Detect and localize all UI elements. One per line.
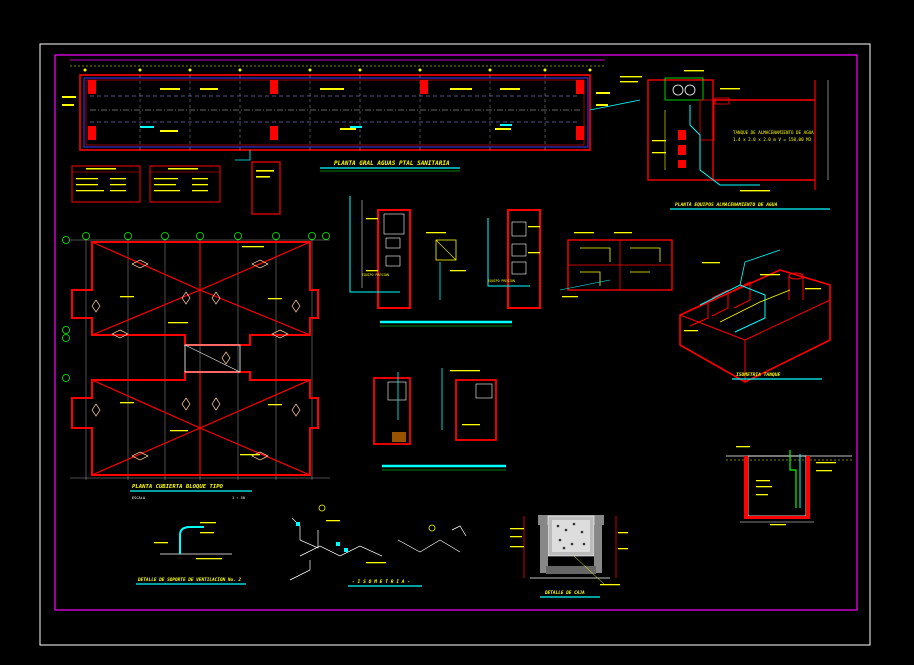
pump-plan-title: PLANTA EQUIPOS ALMACENAMIENTO DE AGUA: [675, 202, 778, 208]
riser-schematic: [559, 232, 673, 298]
inner-frame: [54, 54, 858, 611]
roof-plan-title: PLANTA CUBIERTA BLOQUE TIPO: [132, 484, 224, 490]
vent-support-detail: DETALLE DE SOPORTE DE VENTILACION No. 2: [136, 522, 246, 585]
sump-box-detail: DETALLE DE CAJA: [510, 515, 628, 598]
vent-detail-title: DETALLE DE SOPORTE DE VENTILACION No. 2: [137, 577, 241, 583]
isometric-tank-title: ISOMETRIA TANQUE: [736, 372, 780, 378]
equipo-label-2: EQUIPO PRESION: [488, 279, 515, 283]
lower-bath-details: [373, 368, 497, 445]
isometry-title: - I S O M E T R I A -: [352, 579, 410, 585]
isometry-detail: - I S O M E T R I A -: [289, 504, 467, 587]
outer-frame: [39, 43, 871, 646]
roof-scale-label: ESCALA: [132, 496, 146, 500]
tank-note-2: 1.4 x 2.0 x 2.0 m V = 150,00 M3: [733, 137, 812, 142]
roof-scale-value: 1 : 50: [232, 496, 245, 500]
roof-plan: PLANTA CUBIERTA BLOQUE TIPO ESCALA 1 : 5…: [62, 232, 330, 500]
isometric-tank: ISOMETRIA TANQUE: [679, 249, 831, 383]
pressure-tables: [71, 165, 221, 203]
pump-plan: TANQUE DE ALMACENAMIENTO DE AGUA 1.4 x 2…: [620, 70, 830, 210]
main-plan: [62, 59, 641, 215]
sump-detail-title: DETALLE DE CAJA: [544, 590, 585, 596]
section-detail: [726, 446, 852, 526]
bath-detail-2: EQUIPO PRESION: [487, 209, 541, 309]
plan-main-title-block: PLANTA GRAL AGUAS PTAL SANITARIA: [320, 160, 460, 172]
bath-detail-1: EQUIPO PRESION: [349, 196, 466, 309]
tank-note-1: TANQUE DE ALMACENAMIENTO DE AGUA: [733, 130, 814, 135]
equipo-label-1: EQUIPO PRESION: [362, 273, 389, 277]
plan-main-title: PLANTA GRAL AGUAS PTAL SANITARIA: [334, 160, 450, 167]
